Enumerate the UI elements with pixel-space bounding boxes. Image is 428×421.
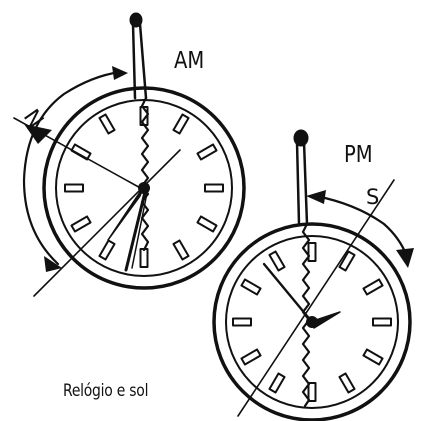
caption: Relógio e sol [63,381,148,401]
watch-pm-stem [294,130,308,224]
watch-pm-label: PM [344,142,373,169]
watch-pm-south-letter: S [366,185,379,209]
watch-am-stem [130,13,146,98]
watch-pm-south-line [238,180,394,416]
watch-am-label: AM [174,48,204,75]
watch-am [14,13,244,296]
